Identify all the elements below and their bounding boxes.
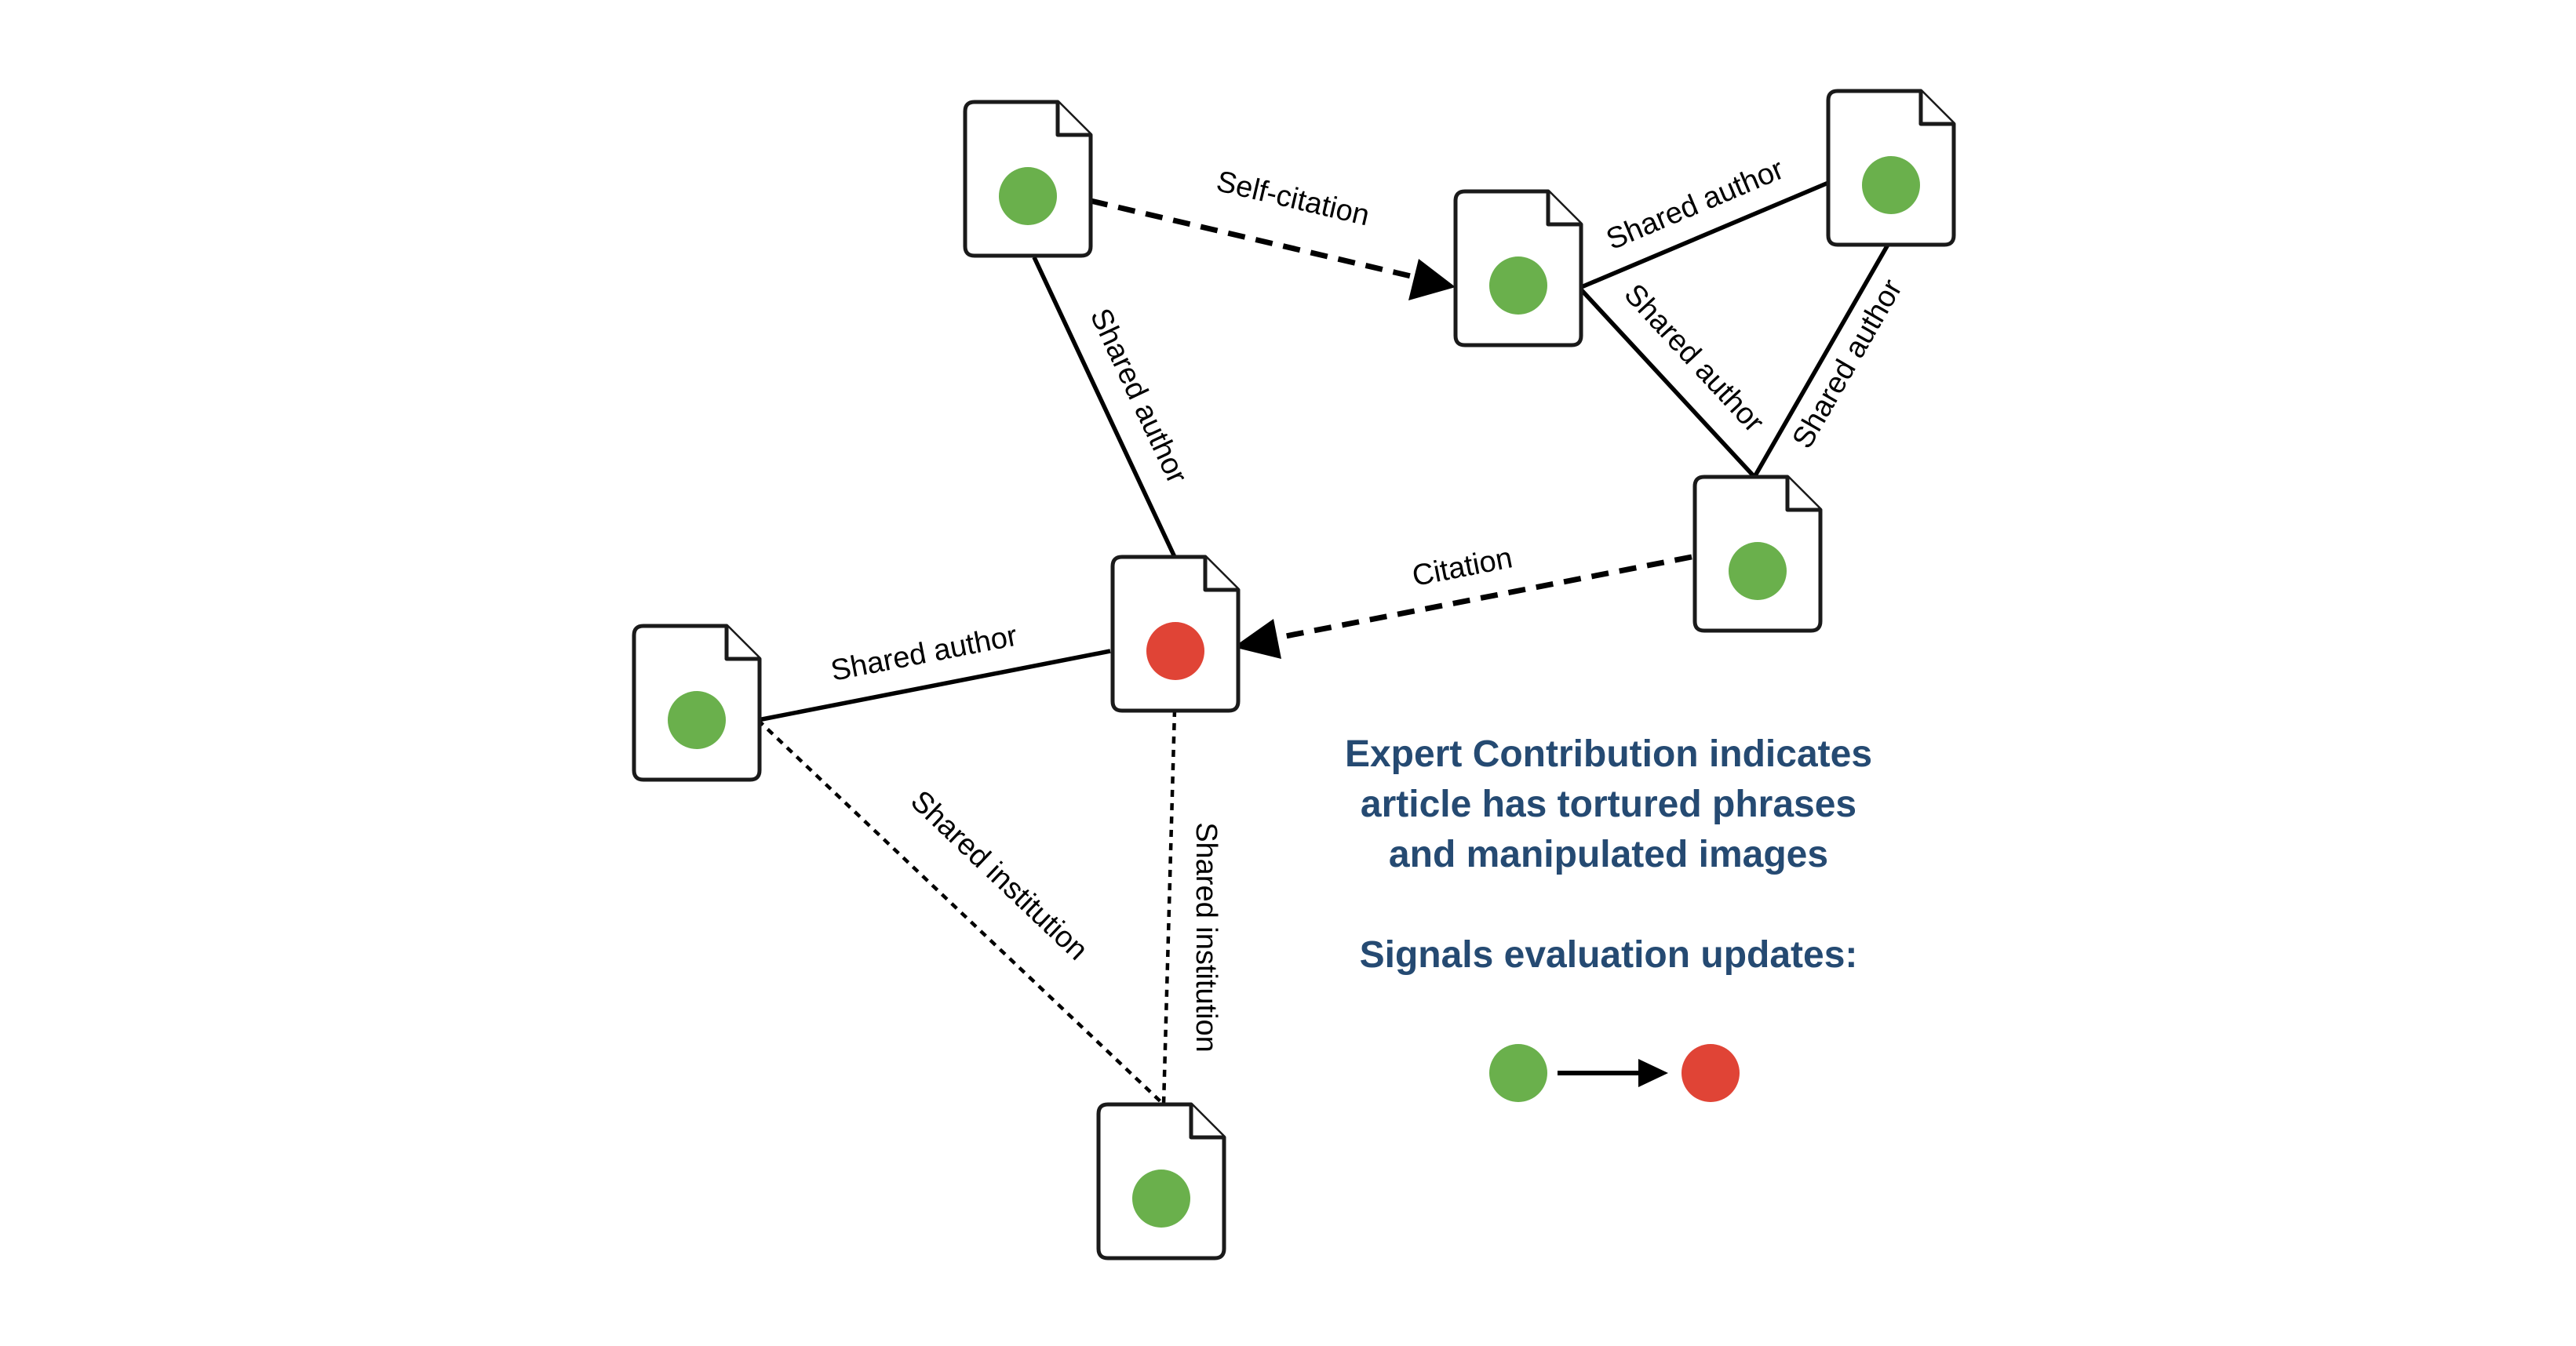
status-flagged-dot (1146, 622, 1204, 680)
shared-author-line (1577, 286, 1757, 478)
shared-author-label: Shared author (1786, 274, 1909, 454)
document-fold-shape (1203, 557, 1238, 592)
edge-shared-institution-2: Shared institution (1161, 709, 1222, 1105)
document-icon (632, 624, 762, 782)
status-transition-legend (1489, 1044, 1740, 1102)
signals-evaluation-heading: Signals evaluation updates: (1359, 934, 1858, 976)
document-icon (1110, 555, 1241, 713)
citation-arrowhead (1233, 619, 1281, 659)
shared-author-label: Shared author (828, 620, 1020, 688)
edge-shared-author-5: Shared author (757, 620, 1111, 722)
edge-shared-author-1: Shared author (1032, 256, 1193, 558)
citation-line (1269, 554, 1692, 642)
edge-shared-institution-1: Shared institution (756, 718, 1165, 1106)
status-ok-dot (1132, 1170, 1190, 1228)
shared-author-line (1578, 180, 1830, 290)
document-fold-shape (1918, 91, 1954, 126)
edge-shared-author-4: Shared author (1752, 243, 1909, 478)
self-citation-arrowhead (1408, 259, 1456, 300)
document-fold-shape (1189, 1104, 1224, 1140)
document-fold-shape (724, 626, 760, 661)
status-flagged-dot (1682, 1044, 1740, 1102)
edge-self-citation: Self-citation (1090, 165, 1456, 300)
document-icon (963, 100, 1093, 258)
edge-citation: Citation (1233, 541, 1692, 659)
status-ok-dot (1729, 542, 1787, 600)
document-icon (1453, 189, 1583, 347)
shared-institution-label: Shared institution (904, 784, 1094, 967)
edge-shared-author-3: Shared author (1577, 278, 1771, 478)
citation-label: Citation (1409, 541, 1514, 593)
status-ok-dot (1862, 156, 1920, 214)
status-ok-dot (668, 691, 726, 749)
document-fold-shape (1055, 102, 1091, 137)
status-ok-dot (999, 167, 1057, 225)
shared-institution-line (756, 718, 1165, 1106)
shared-institution-label: Shared institution (1190, 822, 1222, 1053)
edge-shared-author-2: Shared author (1578, 153, 1830, 290)
transition-arrow-icon (1638, 1059, 1668, 1087)
document-icon (1826, 89, 1956, 247)
document-fold-shape (1785, 477, 1820, 512)
status-ok-dot (1489, 1044, 1547, 1102)
expert-contribution-text: Expert Contribution indicates article ha… (1344, 733, 1873, 875)
document-icon (1692, 475, 1823, 633)
shared-institution-line (1161, 709, 1177, 1105)
document-icon (1096, 1102, 1226, 1261)
shared-author-line (757, 649, 1111, 722)
info-panel: Expert Contribution indicates article ha… (1287, 729, 1930, 980)
shared-author-line (1032, 256, 1177, 558)
documents (632, 89, 1956, 1261)
shared-author-line (1752, 243, 1890, 478)
status-ok-dot (1489, 256, 1547, 315)
self-citation-line (1090, 198, 1425, 282)
document-fold-shape (1546, 191, 1581, 227)
shared-author-label: Shared author (1618, 278, 1771, 439)
self-citation-label: Self-citation (1213, 165, 1372, 232)
